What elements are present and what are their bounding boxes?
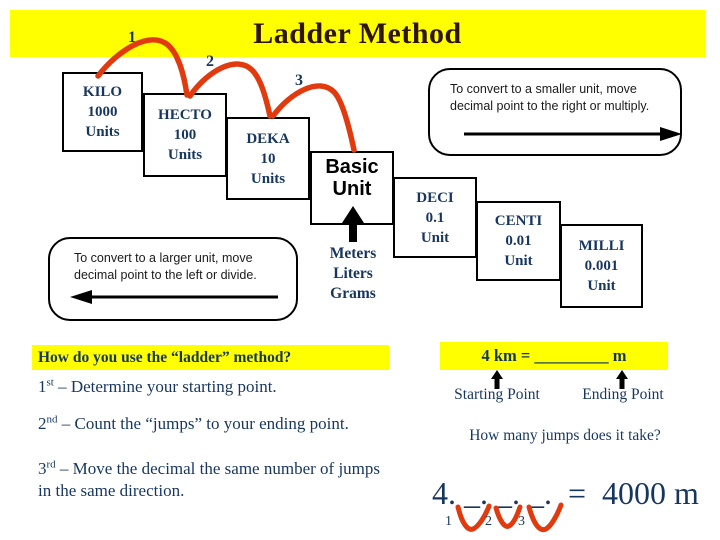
prefix-unit: Units (167, 147, 203, 163)
callout-smaller-line1: To convert to a smaller unit, move (450, 82, 637, 96)
callout-larger-unit: To convert to a larger unit, move decima… (48, 237, 298, 321)
prefix-value: 0.001 (584, 258, 619, 274)
ladder-box-milli: MILLI 0.001 Unit (560, 224, 643, 308)
jumps-question: How many jumps does it take? (469, 427, 661, 444)
title-bar: Ladder Method (10, 10, 705, 57)
howto-step-3: 3rd – Move the decimal the same number o… (38, 458, 381, 500)
prefix-unit: Units (85, 124, 120, 140)
ladder-box-basic-unit: Basic Unit (310, 151, 394, 225)
prefix-name: HECTO (158, 107, 212, 123)
prefix-name: DECI (416, 189, 454, 206)
callout-smaller-unit: To convert to a smaller unit, move decim… (428, 68, 682, 156)
howto-heading: How do you use the “ladder” method? (32, 345, 389, 370)
basic-unit-line2: Unit (332, 178, 372, 200)
page-title: Ladder Method (253, 17, 462, 50)
solution-jump-number-1: 1 (445, 514, 452, 529)
ladder-box-deka: DEKA 10 Units (226, 117, 310, 200)
left-arrow-icon (70, 290, 278, 304)
prefix-value: 0.01 (505, 233, 532, 249)
base-units-list: Meters Liters Grams (308, 244, 398, 304)
ladder-box-deci: DECI 0.1 Unit (393, 177, 477, 258)
jump-number-1: 1 (128, 29, 136, 46)
example-problem: 4 km = _________ m (440, 342, 668, 370)
prefix-value: 1000 (87, 104, 118, 120)
ladder-box-hecto: HECTO 100 Units (143, 93, 227, 177)
ladder-box-centi: CENTI 0.01 Unit (476, 201, 561, 281)
prefix-unit: Unit (587, 278, 616, 294)
prefix-name: KILO (82, 84, 123, 100)
base-unit-liters: Liters (333, 265, 373, 282)
solution-jump-number-3: 3 (518, 514, 525, 529)
jump-number-2: 2 (206, 53, 214, 70)
prefix-value: 100 (173, 127, 197, 143)
howto-step-1: 1st – Determine your starting point. (38, 376, 277, 396)
prefix-name: MILLI (578, 238, 625, 254)
callout-smaller-line2: decimal point to the right or multiply. (450, 99, 650, 113)
prefix-unit: Unit (504, 253, 533, 269)
prefix-name: DEKA (246, 130, 290, 147)
ladder-box-kilo: KILO 1000 Units (62, 72, 143, 152)
jump-number-3: 3 (295, 72, 303, 89)
callout-larger-line1: To convert to a larger unit, move (74, 251, 253, 265)
example-solution: 4. _. _. _. = 4000 m (432, 475, 699, 511)
base-unit-meters: Meters (329, 245, 377, 262)
solution-jump-number-2: 2 (485, 514, 492, 529)
basic-unit-line1: Basic (325, 156, 379, 178)
prefix-value: 10 (260, 150, 276, 167)
right-arrow-icon (464, 127, 682, 141)
prefix-unit: Units (250, 170, 286, 187)
prefix-name: CENTI (494, 213, 543, 229)
prefix-value: 0.1 (425, 209, 445, 226)
howto-step-2: 2nd – Count the “jumps” to your ending p… (38, 413, 349, 433)
ending-point-label: Ending Point (582, 386, 664, 403)
prefix-unit: Unit (420, 229, 450, 246)
callout-larger-line2: decimal point to the left or divide. (74, 268, 257, 282)
starting-point-label: Starting Point (454, 386, 540, 403)
base-unit-grams: Grams (330, 285, 376, 302)
